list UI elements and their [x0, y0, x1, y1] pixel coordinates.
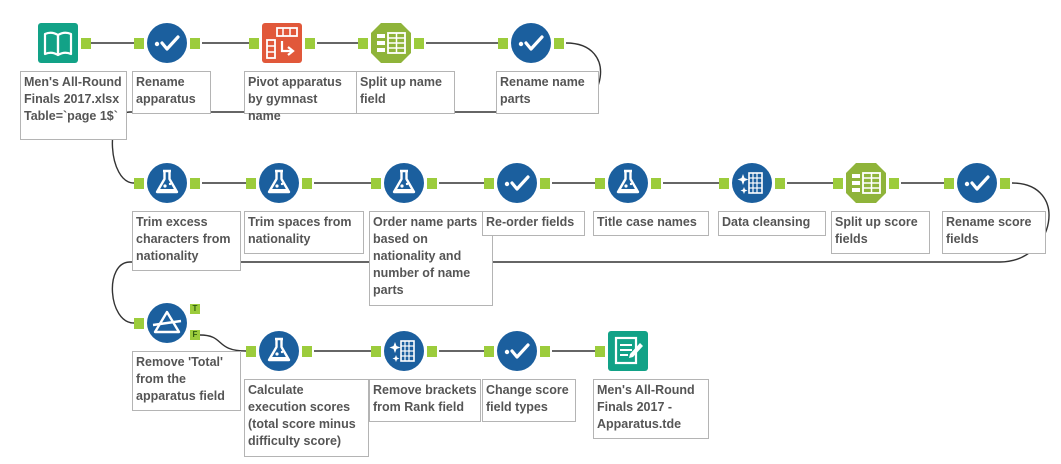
output-anchor[interactable] — [305, 38, 315, 49]
tool-output[interactable] — [607, 330, 649, 372]
output-anchor[interactable] — [889, 178, 899, 189]
tool-input[interactable] — [37, 22, 79, 64]
formula-flask-icon — [383, 162, 425, 204]
output-anchor[interactable] — [427, 178, 437, 189]
tool-trim-excess[interactable] — [146, 162, 188, 204]
input-anchor[interactable] — [484, 346, 494, 357]
input-anchor[interactable] — [246, 178, 256, 189]
tool-label: Calculate execution scores (total score … — [244, 379, 369, 457]
tool-split-name[interactable] — [370, 22, 412, 64]
input-anchor[interactable] — [944, 178, 954, 189]
tool-pivot[interactable] — [261, 22, 303, 64]
output-anchor[interactable] — [81, 38, 91, 49]
tool-label: Remove brackets from Rank field — [369, 379, 481, 422]
input-anchor[interactable] — [134, 38, 144, 49]
input-anchor[interactable] — [358, 38, 368, 49]
connection-wire — [111, 182, 1050, 324]
connection-wire — [199, 334, 247, 352]
filter-false-anchor[interactable]: F — [190, 330, 200, 340]
tool-label: Split up name field — [356, 71, 455, 114]
formula-flask-icon — [146, 162, 188, 204]
tool-label: Rename name parts — [496, 71, 599, 114]
tool-label: Order name parts based on nationality an… — [369, 211, 493, 306]
output-anchor[interactable] — [775, 178, 785, 189]
tool-label: Data cleansing — [718, 211, 826, 236]
tool-label: Men's All-Round Finals 2017 - Apparatus.… — [593, 379, 709, 439]
tool-order-parts[interactable] — [383, 162, 425, 204]
text-to-columns-icon — [845, 162, 887, 204]
output-anchor[interactable] — [190, 38, 200, 49]
output-anchor[interactable] — [651, 178, 661, 189]
crosstab-icon — [261, 22, 303, 64]
filter-true-anchor[interactable]: T — [190, 304, 200, 314]
data-cleansing-icon — [731, 162, 773, 204]
tool-label: Re-order fields — [482, 211, 585, 236]
tool-label: Rename apparatus — [132, 71, 211, 114]
input-anchor[interactable] — [246, 346, 256, 357]
tool-remove-brackets[interactable] — [383, 330, 425, 372]
tool-label: Change score field types — [482, 379, 576, 422]
output-anchor[interactable] — [540, 346, 550, 357]
checkmark-icon — [496, 330, 538, 372]
book-icon — [37, 22, 79, 64]
data-cleansing-icon — [383, 330, 425, 372]
input-anchor[interactable] — [249, 38, 259, 49]
formula-flask-icon — [258, 162, 300, 204]
tool-label: Title case names — [593, 211, 709, 236]
output-anchor[interactable] — [427, 346, 437, 357]
tool-label: Men's All-Round Finals 2017.xlsx Table=`… — [20, 71, 127, 140]
tool-label: Rename score fields — [942, 211, 1046, 254]
tool-label: Remove 'Total' from the apparatus field — [132, 351, 241, 411]
tool-rename-parts[interactable] — [510, 22, 552, 64]
output-anchor[interactable] — [540, 178, 550, 189]
output-anchor[interactable] — [414, 38, 424, 49]
input-anchor[interactable] — [833, 178, 843, 189]
formula-flask-icon — [258, 330, 300, 372]
output-anchor[interactable] — [554, 38, 564, 49]
tool-label: Trim excess characters from nationality — [132, 211, 241, 271]
output-anchor[interactable] — [302, 346, 312, 357]
input-anchor[interactable] — [595, 346, 605, 357]
tool-label: Pivot apparatus by gymnast name — [244, 71, 357, 123]
tool-trim-spaces[interactable] — [258, 162, 300, 204]
tool-rename-1[interactable] — [146, 22, 188, 64]
input-anchor[interactable] — [595, 178, 605, 189]
output-anchor[interactable] — [190, 178, 200, 189]
input-anchor[interactable] — [134, 178, 144, 189]
checkmark-icon — [956, 162, 998, 204]
text-to-columns-icon — [370, 22, 412, 64]
input-anchor[interactable] — [484, 178, 494, 189]
tool-change-types[interactable] — [496, 330, 538, 372]
tool-label: Split up score fields — [831, 211, 930, 254]
input-anchor[interactable] — [371, 346, 381, 357]
output-document-icon — [607, 330, 649, 372]
input-anchor[interactable] — [498, 38, 508, 49]
checkmark-icon — [496, 162, 538, 204]
formula-flask-icon — [607, 162, 649, 204]
tool-label: Trim spaces from nationality — [244, 211, 364, 254]
filter-triangle-icon — [146, 302, 188, 344]
checkmark-icon — [146, 22, 188, 64]
tool-rename-score[interactable] — [956, 162, 998, 204]
checkmark-icon — [510, 22, 552, 64]
input-anchor[interactable] — [371, 178, 381, 189]
tool-title-case[interactable] — [607, 162, 649, 204]
tool-filter[interactable] — [146, 302, 188, 344]
output-anchor[interactable] — [1000, 178, 1010, 189]
output-anchor[interactable] — [302, 178, 312, 189]
tool-split-score[interactable] — [845, 162, 887, 204]
tool-reorder[interactable] — [496, 162, 538, 204]
input-anchor[interactable] — [719, 178, 729, 189]
tool-calc-exec[interactable] — [258, 330, 300, 372]
input-anchor[interactable] — [134, 318, 144, 329]
tool-cleansing[interactable] — [731, 162, 773, 204]
